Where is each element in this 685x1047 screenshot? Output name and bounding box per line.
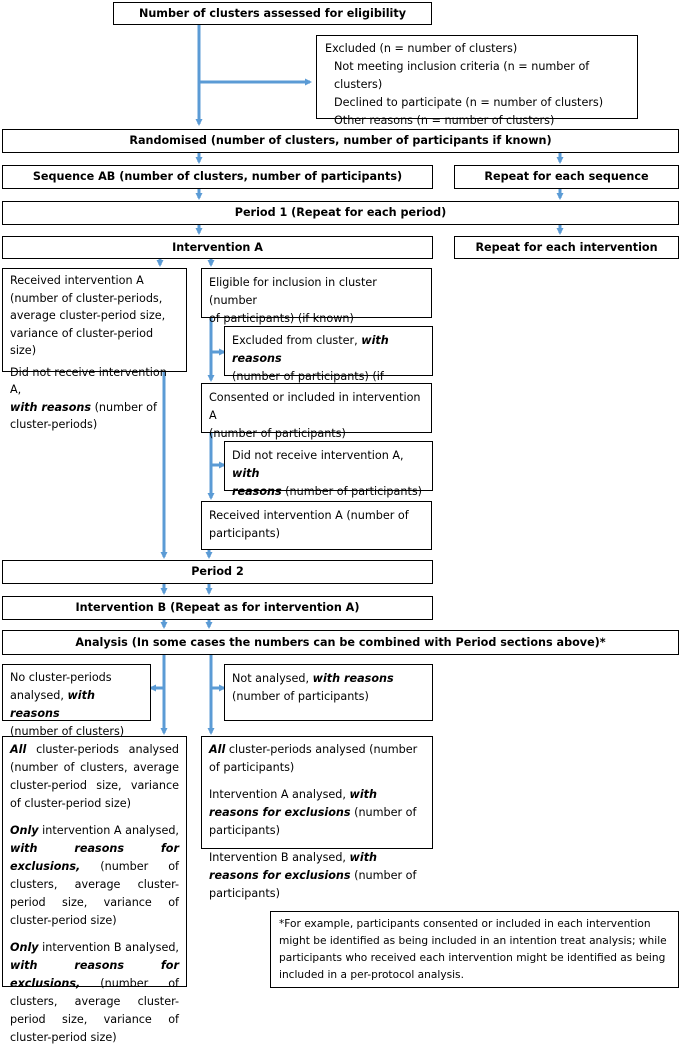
repeat-sequence-label: Repeat for each sequence xyxy=(484,170,649,183)
all-emphasis: All xyxy=(10,743,27,756)
not-analysed-text: Not analysed, xyxy=(232,672,313,685)
no-cluster-text: No cluster-periods xyxy=(10,671,112,684)
with-reasons-emphasis: with xyxy=(232,467,260,480)
not-analysed-box: Not analysed, with reasons (number of pa… xyxy=(224,664,433,721)
right-analysis-text: Intervention B analysed, xyxy=(209,851,350,864)
excluded-reason-declined: Declined to participate (n = number of c… xyxy=(334,96,604,109)
all-emphasis: All xyxy=(209,743,226,756)
analysis-box: Analysis (In some cases the numbers can … xyxy=(2,630,679,655)
left-analysis-text: cluster-periods analysed (number of clus… xyxy=(10,743,179,810)
period2-box: Period 2 xyxy=(2,560,433,584)
eligibility-assessment-box: Number of clusters assessed for eligibil… xyxy=(113,2,432,25)
cluster-periods-analysed-clusters-box: All cluster-periods analysed (number of … xyxy=(2,736,187,1044)
period2-label: Period 2 xyxy=(191,565,244,578)
left-analysis-text: (number of clusters, average cluster-per… xyxy=(10,860,179,927)
did-not-receive-box: Did not receive intervention A, with rea… xyxy=(224,441,433,498)
cluster-periods-analysed-participants-box: All cluster-periods analysed (number of … xyxy=(201,736,433,900)
right-analysis-text: (number of participants) xyxy=(209,806,417,837)
left-analysis-text: intervention B analysed, xyxy=(38,941,179,954)
consented-line: (number of participants) xyxy=(209,427,346,440)
no-cluster-periods-box: No cluster-periods analysed, with reason… xyxy=(2,664,151,738)
excluded-title: Excluded (n = number of clusters) xyxy=(325,42,518,55)
received-a-line: Received intervention A xyxy=(10,274,144,287)
received-participants-line: participants) xyxy=(209,527,280,540)
with-reasons-emphasis: with reasons for exclusions xyxy=(209,788,377,819)
sequence-ab-box: Sequence AB (number of clusters, number … xyxy=(2,165,433,189)
eligible-line: of participants) (if known) xyxy=(209,312,354,325)
consented-line: Consented or included in intervention A xyxy=(209,391,421,422)
received-intervention-a-clusters-box: Received intervention A (number of clust… xyxy=(2,268,187,431)
analysis-label: Analysis (In some cases the numbers can … xyxy=(75,635,606,649)
eligible-line: Eligible for inclusion in cluster (numbe… xyxy=(209,276,377,307)
with-reasons-emphasis: with reasons xyxy=(10,689,95,720)
excluded-from-cluster-box: Excluded from cluster, with reasons (num… xyxy=(224,326,433,401)
with-reasons-emphasis: with reasons for exclusions, xyxy=(10,959,179,990)
intervention-b-label: Intervention B (Repeat as for interventi… xyxy=(75,601,360,614)
no-cluster-text: (number of clusters) xyxy=(10,725,125,738)
with-reasons-emphasis: with reasons for exclusions, xyxy=(10,842,179,873)
excluded-clusters-box: Excluded (n = number of clusters) Not me… xyxy=(316,35,638,127)
period1-label: Period 1 (Repeat for each period) xyxy=(234,206,447,219)
did-not-receive-a-line: (number of xyxy=(91,400,157,414)
with-reasons-emphasis: with reasons xyxy=(232,334,389,365)
with-reasons-emphasis: with reasons for exclusions xyxy=(209,851,378,882)
sequence-ab-label: Sequence AB (number of clusters, number … xyxy=(32,170,403,183)
randomised-box: Randomised (number of clusters, number o… xyxy=(2,129,679,153)
footnote-box: *For example, participants consented or … xyxy=(270,911,679,988)
received-participants-line: Received intervention A (number of xyxy=(209,509,409,522)
did-not-receive-a-line: Did not receive intervention A, xyxy=(10,365,167,397)
intervention-a-box: Intervention A xyxy=(2,236,433,259)
right-analysis-text: cluster-periods analysed (number of part… xyxy=(209,743,418,774)
left-analysis-text: intervention A analysed, xyxy=(38,824,179,837)
did-not-receive-text: (number of participants) xyxy=(281,485,423,498)
only-emphasis: Only xyxy=(10,941,39,954)
with-reasons-emphasis: with reasons xyxy=(312,672,394,685)
repeat-intervention-box: Repeat for each intervention xyxy=(454,236,679,259)
did-not-receive-a-line: cluster-periods) xyxy=(10,418,98,431)
only-emphasis: Only xyxy=(10,824,39,837)
received-a-line: average cluster-period size, xyxy=(10,309,166,322)
with-reasons-emphasis: with reasons xyxy=(10,400,92,414)
eligible-inclusion-box: Eligible for inclusion in cluster (numbe… xyxy=(201,268,432,325)
received-a-line: variance of cluster-period size) xyxy=(10,326,154,358)
period1-box: Period 1 (Repeat for each period) xyxy=(2,201,679,225)
excluded-cluster-text: Excluded from cluster, xyxy=(232,334,362,347)
footnote-text: *For example, participants consented or … xyxy=(279,918,667,981)
eligibility-assessment-label: Number of clusters assessed for eligibil… xyxy=(138,6,407,20)
received-a-line: (number of cluster-periods, xyxy=(10,291,163,305)
right-analysis-text: Intervention A analysed, xyxy=(209,788,350,801)
with-reasons-emphasis: reasons xyxy=(232,485,282,498)
excluded-reason-inclusion: Not meeting inclusion criteria (n = numb… xyxy=(334,60,590,91)
repeat-intervention-label: Repeat for each intervention xyxy=(475,240,658,254)
right-analysis-text: (number of participants) xyxy=(209,869,417,900)
no-cluster-text: analysed, xyxy=(10,689,68,702)
not-analysed-text: (number of participants) xyxy=(232,690,369,703)
did-not-receive-text: Did not receive intervention A, xyxy=(232,449,404,462)
received-intervention-a-participants-box: Received intervention A (number of parti… xyxy=(201,501,432,550)
repeat-sequence-box: Repeat for each sequence xyxy=(454,165,679,189)
intervention-b-box: Intervention B (Repeat as for interventi… xyxy=(2,596,433,620)
consented-included-box: Consented or included in intervention A … xyxy=(201,383,432,440)
intervention-a-label: Intervention A xyxy=(172,240,263,254)
excluded-reason-other: Other reasons (n = number of clusters) xyxy=(334,114,555,127)
randomised-label: Randomised (number of clusters, number o… xyxy=(129,134,552,147)
